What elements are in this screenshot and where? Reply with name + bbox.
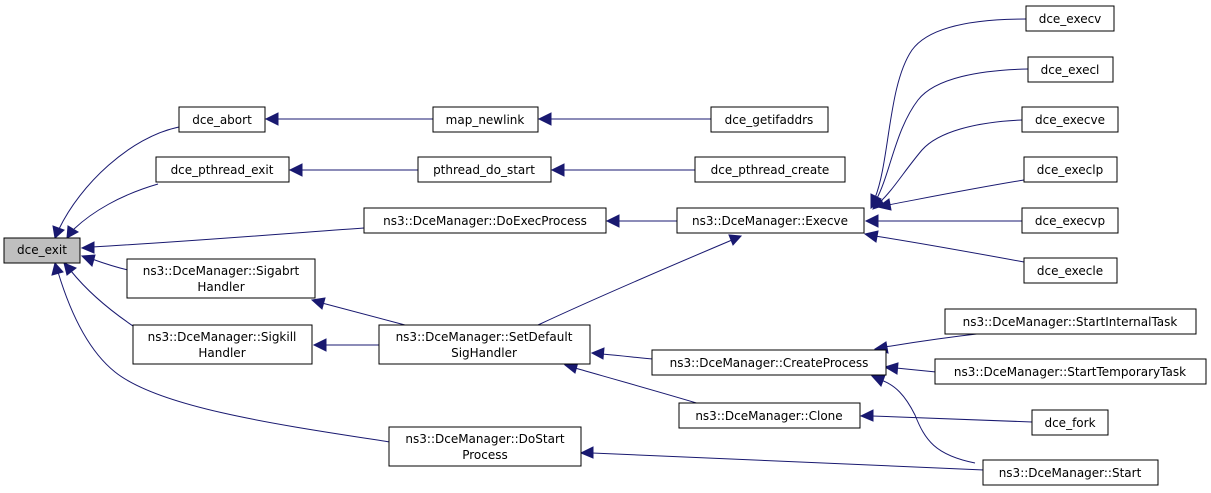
node-label: ns3::DceManager::CreateProcess (670, 356, 869, 370)
node-label: ns3::DceManager::StartInternalTask (963, 315, 1178, 329)
node-label: dce_execl (1041, 63, 1100, 77)
node-dce-execv[interactable]: dce_execv (1025, 5, 1115, 32)
edge-sigabrt-to-dce_exit (80, 254, 129, 271)
edge-dce_pthread_exit-to-dce_exit (66, 183, 159, 239)
node-dce-execvp[interactable]: dce_execvp (1021, 207, 1119, 234)
node-label: ns3::DceManager::Start (999, 466, 1142, 480)
edge-setdefault-to-sigabrt (310, 297, 406, 326)
node-label: dce_execvp (1035, 214, 1105, 228)
node-dce-pthread-exit[interactable]: dce_pthread_exit (155, 156, 290, 183)
edge-pthread_do_start-to-dce_pthread_exit (288, 163, 419, 177)
node-map-newlink[interactable]: map_newlink (432, 106, 539, 133)
node-label: ns3::DceManager::DoExecProcess (383, 214, 587, 228)
edge-map_newlink-to-dce_abort (264, 112, 433, 126)
node-label: dce_exit (17, 243, 67, 257)
node-label: ns3::DceManager::StartTemporaryTask (954, 365, 1186, 379)
node-dce-getifaddrs[interactable]: dce_getifaddrs (710, 106, 829, 133)
node-label: ns3::DceManager::Execve (692, 214, 848, 228)
edge-dce_execl-to-execve (870, 68, 1029, 209)
node-label: dce_getifaddrs (725, 113, 814, 127)
node-label: dce_execlp (1037, 163, 1103, 177)
edge-dce_execvp-to-execve (864, 214, 1022, 228)
node-label-line-1: ns3::DceManager::DoStart (405, 432, 564, 446)
node-label-line-2: Handler (197, 280, 244, 294)
node-start[interactable]: ns3::DceManager::Start (982, 459, 1159, 486)
node-start-internal-task[interactable]: ns3::DceManager::StartInternalTask (944, 308, 1197, 335)
node-label: dce_fork (1044, 416, 1095, 430)
node-label: dce_execve (1035, 113, 1105, 127)
node-clone[interactable]: ns3::DceManager::Clone (678, 402, 861, 429)
node-label-line-1: ns3::DceManager::Sigabrt (143, 264, 300, 278)
node-label: dce_pthread_exit (171, 163, 274, 177)
node-execve-manager[interactable]: ns3::DceManager::Execve (676, 207, 865, 234)
node-dce-execle[interactable]: dce_execle (1023, 257, 1118, 284)
node-label: dce_abort (192, 113, 252, 127)
node-label: dce_execle (1037, 264, 1103, 278)
node-label: map_newlink (446, 113, 525, 127)
edge-dce_execlp-to-execve (876, 179, 1025, 211)
node-dce-execl[interactable]: dce_execl (1027, 56, 1114, 83)
edge-dce_abort-to-dce_exit (52, 126, 180, 239)
edge-setdefault-to-sigkill (312, 338, 380, 352)
edge-sigkill-to-dce_exit (63, 262, 137, 329)
node-label-line-2: Handler (198, 346, 245, 360)
node-dce-abort[interactable]: dce_abort (178, 106, 266, 133)
edge-dostart-to-dce_exit (51, 261, 391, 443)
node-sigabrt-handler[interactable]: ns3::DceManager::Sigabrt Handler (126, 258, 316, 299)
node-pthread-do-start[interactable]: pthread_do_start (417, 156, 552, 183)
edge-dce_pthread_create-to-pthread_do_start (550, 163, 696, 177)
node-dce-exit[interactable]: dce_exit (3, 237, 81, 264)
node-dce-pthread-create[interactable]: dce_pthread_create (694, 156, 846, 183)
edge-startinternal-to-createprocess (873, 332, 986, 354)
node-set-default-sig-handler[interactable]: ns3::DceManager::SetDefault SigHandler (378, 324, 591, 365)
node-sigkill-handler[interactable]: ns3::DceManager::Sigkill Handler (132, 324, 313, 365)
edge-setdefault-to-execve (537, 234, 743, 326)
node-label: dce_execv (1039, 12, 1102, 26)
edge-execve-to-doexec (605, 214, 677, 228)
node-create-process[interactable]: ns3::DceManager::CreateProcess (651, 349, 887, 376)
edge-dce_getifaddrs-to-map_newlink (537, 112, 711, 126)
node-dce-fork[interactable]: dce_fork (1031, 409, 1109, 436)
node-label-line-1: ns3::DceManager::SetDefault (396, 330, 573, 344)
node-label-line-2: SigHandler (451, 346, 517, 360)
node-start-temporary-task[interactable]: ns3::DceManager::StartTemporaryTask (934, 358, 1207, 385)
edge-createprocess-to-setdefault (590, 347, 654, 360)
node-do-exec-process[interactable]: ns3::DceManager::DoExecProcess (363, 207, 607, 234)
node-label-line-1: ns3::DceManager::Sigkill (148, 330, 297, 344)
node-label: dce_pthread_create (711, 163, 830, 177)
edge-doexec-to-dce_exit (80, 227, 365, 254)
edge-dce_execle-to-execve (863, 230, 1025, 263)
node-dce-execve[interactable]: dce_execve (1021, 106, 1119, 133)
node-label: pthread_do_start (433, 163, 535, 177)
node-dce-execlp[interactable]: dce_execlp (1023, 156, 1118, 183)
edge-dce_execve-to-execve (872, 119, 1023, 210)
edge-dce_execv-to-execve (870, 18, 1027, 209)
node-do-start-process[interactable]: ns3::DceManager::DoStart Process (388, 426, 582, 467)
function-nodes: dce_exit dce_abort dce_pthread_exit ns3:… (3, 5, 1207, 486)
edge-starttemporary-to-createprocess (883, 362, 937, 375)
edge-dce_fork-to-clone (859, 409, 1033, 423)
call-edges (51, 18, 1033, 471)
node-label: ns3::DceManager::Clone (695, 409, 842, 423)
edge-start-to-dostart (579, 446, 985, 471)
node-label-line-2: Process (462, 448, 508, 462)
